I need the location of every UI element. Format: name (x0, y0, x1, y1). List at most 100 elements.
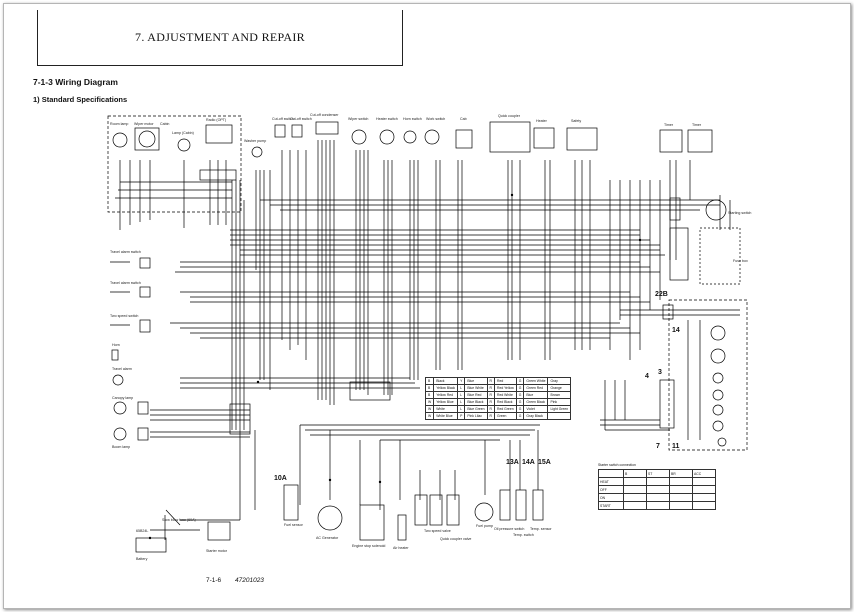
label-fuse-box: Fuse box (733, 259, 748, 263)
color-code-cell: W (424, 405, 435, 413)
label-cutoff-condenser: Cut-off condenser (310, 113, 339, 117)
color-code-cell: Gray (547, 377, 572, 385)
label-work-switch: Work switch (426, 117, 445, 121)
label-cutoff-switch: Cut-off switch (272, 117, 294, 121)
color-code-cell: Blue White (464, 384, 488, 392)
color-code-cell: L (457, 398, 466, 406)
label-travel-alarm: Travel alarm (112, 367, 132, 371)
starter-switch-cell (669, 477, 693, 486)
color-code-cell: G (515, 377, 525, 385)
starter-switch-cell (692, 477, 716, 486)
color-code-cell: Blue (464, 377, 488, 385)
radio-icon (205, 124, 233, 144)
label-travel-alarm-switch: Travel alarm switch (110, 250, 141, 254)
starter-switch-row-label: ON (598, 493, 624, 502)
starter-switch-row: ON (598, 493, 716, 502)
color-code-cell: Orange (547, 384, 572, 392)
label-heater-switch: Heater switch (376, 117, 398, 121)
starter-switch-row-label: OFF (598, 485, 624, 494)
color-code-cell: R (486, 377, 496, 385)
work-switch-icon (424, 129, 440, 145)
color-code-cell: Red Black (494, 398, 517, 406)
label-safety: Safety (571, 119, 581, 123)
callout-11: 11 (672, 443, 680, 450)
color-code-cell: W (424, 398, 435, 406)
color-code-cell: G (515, 384, 525, 392)
color-code-cell: P (457, 412, 466, 420)
starter-switch-column-header (598, 469, 624, 478)
cabin-boundary (107, 115, 242, 213)
color-code-cell: R (486, 405, 496, 413)
monitor-connector (659, 379, 675, 429)
color-code-cell: G (515, 405, 525, 413)
color-code-cell: L (457, 384, 466, 392)
callout-4: 4 (645, 373, 649, 380)
battery-icon (135, 537, 167, 553)
temp-switch-icon (515, 489, 527, 521)
label-battery-spec: 65B24L (136, 529, 148, 533)
central-connector-block (349, 381, 391, 401)
color-code-cell: G (515, 391, 525, 399)
horn-icon (111, 349, 119, 361)
color-code-cell: B (424, 391, 435, 399)
starter-switch-column-header: ST (646, 469, 670, 478)
starter-switch-row: HEAT (598, 477, 716, 486)
starter-switch-cell (623, 477, 647, 486)
label-heater: Heater (536, 119, 548, 123)
label-temp-switch: Temp. switch (513, 533, 534, 537)
callout-15a: 15A (538, 459, 551, 466)
label-timer: Timer (664, 123, 674, 127)
color-code-cell: Red White (494, 391, 517, 399)
starter-switch-cell (692, 485, 716, 494)
color-code-cell: Red (494, 377, 517, 385)
callout-22b: 22B (655, 291, 668, 298)
oil-pressure-switch-icon (499, 489, 511, 521)
wiper-switch-icon (351, 129, 367, 145)
fuse-box-boundary (699, 227, 741, 285)
chapter-header-box: 7. ADJUSTMENT AND REPAIR (37, 10, 403, 66)
color-code-cell: Pink Lilac (464, 412, 488, 420)
color-code-cell: Blue Black (464, 398, 488, 406)
timer-icon (659, 129, 683, 153)
color-code-cell: L (457, 391, 466, 399)
color-code-cell: Green (494, 412, 517, 420)
label-horn: Horn (112, 343, 120, 347)
starter-switch-cell (646, 485, 670, 494)
page-number: 7-1-6 (206, 577, 222, 584)
label-washer-pump: Washer pump (244, 139, 266, 143)
quick-coupler-icon (489, 121, 531, 153)
color-code-cell: G (515, 412, 525, 420)
label-cutoff-switch-2: Cut-off switch (290, 117, 312, 121)
color-code-cell: Brown (547, 391, 572, 399)
air-heater-icon (397, 514, 407, 541)
color-code-cell: Blue Green (464, 405, 488, 413)
label-travel-alarm-switch-2: Travel alarm switch (110, 281, 141, 285)
label-quick-coupler: Quick coupler (498, 114, 521, 118)
callout-10a: 10A (274, 475, 287, 482)
starter-switch-cell (669, 501, 693, 510)
color-code-cell: Green Red (523, 384, 549, 392)
lamp-cabin-icon (177, 138, 191, 152)
label-two-speed-switch: Two speed switch (110, 314, 138, 318)
washer-pump-icon (251, 146, 263, 158)
label-cabin: Cabin (160, 122, 169, 126)
starter-switch-cell (623, 493, 647, 502)
label-timer-2: Timer (692, 123, 702, 127)
color-code-cell: R (486, 412, 496, 420)
color-code-cell: White (433, 405, 459, 413)
monitor-panel-boundary (668, 299, 748, 451)
label-boom-lamp: Boom lamp (112, 445, 130, 449)
room-lamp-icon (112, 132, 128, 148)
subsection-heading: 1) Standard Specifications (33, 95, 128, 104)
color-code-cell: Blue Red (464, 391, 488, 399)
heater-switch-icon (379, 129, 395, 145)
label-wiper-switch: Wiper switch (348, 117, 368, 121)
travel-alarm-icon (112, 374, 124, 386)
color-code-cell: Yellow Blue (433, 398, 459, 406)
color-code-cell: Y (457, 377, 466, 385)
starter-switch-column-header: ACC (692, 469, 716, 478)
starter-switch-row: START (598, 501, 716, 510)
